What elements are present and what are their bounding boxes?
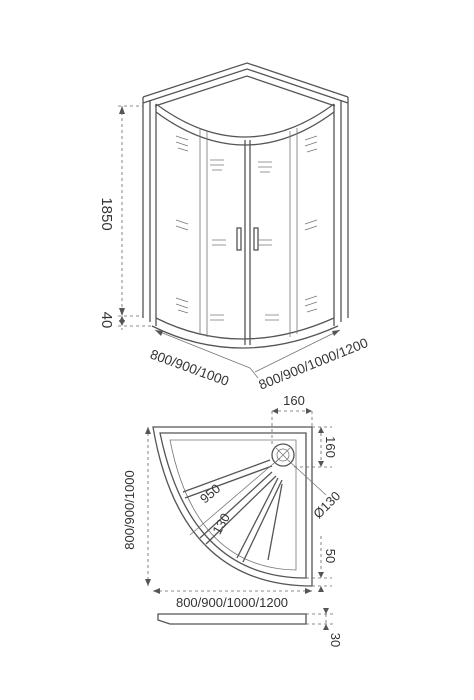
left-width-label: 800/900/1000 bbox=[148, 347, 231, 389]
tray-height-label: 40 bbox=[98, 312, 115, 329]
right-width-label: 800/900/1000/1200 bbox=[257, 335, 371, 393]
tray-thickness-label: 30 bbox=[328, 633, 343, 647]
inner-radius-label: 130 bbox=[209, 511, 233, 537]
left-door-handle bbox=[236, 227, 242, 251]
drain-outline bbox=[271, 443, 295, 467]
edge-offset-label: 50 bbox=[323, 549, 338, 563]
cabin-height-label: 1850 bbox=[98, 197, 115, 230]
cabin-elevation: 1850 40 800/900/1000 800/900/1000/1200 bbox=[98, 62, 371, 393]
tray-ribs bbox=[182, 459, 283, 563]
radius-label: 950 bbox=[197, 481, 223, 506]
drain-diameter-label: Ø130 bbox=[310, 488, 343, 521]
tray-plan-view: 950 130 160 160 Ø130 50 800/900/1000 bbox=[122, 393, 343, 610]
depth-label: 800/900/1000 bbox=[122, 470, 137, 550]
drain-offset-y-label: 160 bbox=[323, 436, 338, 458]
drain-offset-x-label: 160 bbox=[283, 393, 305, 408]
tray-side-profile: 30 bbox=[157, 608, 343, 647]
glass-pattern bbox=[175, 135, 318, 321]
width-label: 800/900/1000/1200 bbox=[176, 595, 288, 610]
drain-center bbox=[276, 448, 290, 462]
right-door-handle bbox=[253, 227, 259, 251]
